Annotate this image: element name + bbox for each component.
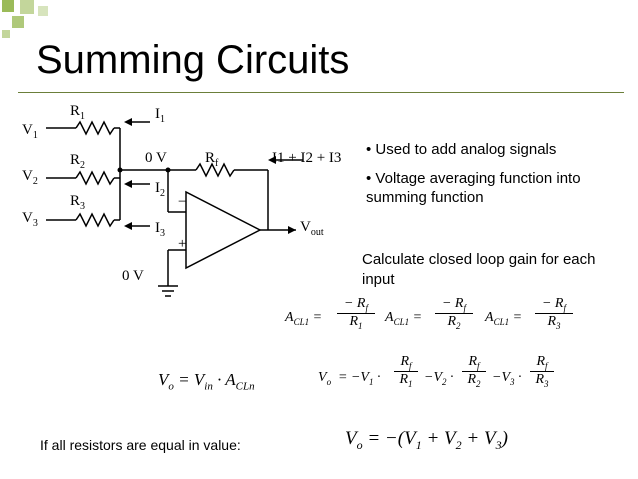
resistor-label-r2: R2 <box>70 152 86 171</box>
current-label-i3: I3 <box>155 220 165 239</box>
output-label: Vout <box>300 219 324 238</box>
vo-equation: Vo = Vin · ACLn <box>158 370 255 393</box>
input-label-v3: V3 <box>22 210 38 229</box>
title-divider <box>18 92 624 93</box>
current-label-i2: I2 <box>155 180 165 199</box>
input-label-v1: V1 <box>22 122 38 141</box>
gain-equations: ACL1 = − Rf R1 ACL1 = − Rf R2 ACL1 = − R… <box>285 296 615 346</box>
node-label: 0 V <box>145 150 167 166</box>
sum-eq-term-2-fraction: Rf R2 <box>462 354 486 389</box>
final-equation: Vo = −(V1 + V2 + V3) <box>345 428 508 452</box>
current-label-i1: I1 <box>155 106 165 125</box>
sum-eq-term-3-sign: −V3 · <box>492 370 522 387</box>
feedback-current-label: I1 + I2 + I3 <box>272 150 342 166</box>
gain-eq-3-lhs: ACL1 = <box>485 310 523 327</box>
gain-eq-1-lhs: ACL1 = <box>285 310 323 327</box>
opamp-minus-sign: − <box>178 194 187 210</box>
ground-label: 0 V <box>122 268 144 284</box>
bullet-item: • Used to add analog signals <box>366 141 557 158</box>
sum-eq-term-2-sign: −V2 · <box>424 370 454 387</box>
gain-eq-2-fraction: − Rf R2 <box>435 296 473 331</box>
sum-equation: Vo = −V1 · Rf R1 −V2 · Rf R2 −V3 · Rf R3 <box>318 352 630 408</box>
bullet-list: • Used to add analog signals • Voltage a… <box>366 140 628 217</box>
gain-eq-2-lhs: ACL1 = <box>385 310 423 327</box>
gain-eq-3-fraction: − Rf R3 <box>535 296 573 331</box>
resistor-label-r1: R1 <box>70 103 86 122</box>
summing-circuit-diagram <box>46 118 303 297</box>
corner-decoration <box>2 0 48 38</box>
input-label-v2: V2 <box>22 168 38 187</box>
feedback-resistor-label: Rf <box>205 150 219 169</box>
sum-eq-lhs: Vo <box>318 370 332 387</box>
sum-eq-term-1-sign: = −V1 · <box>338 370 381 387</box>
gain-eq-1-fraction: − Rf R1 <box>337 296 375 331</box>
calc-text: Calculate closed loop gain for each inpu… <box>362 251 596 288</box>
resistor-label-r3: R3 <box>70 193 86 212</box>
opamp-plus-sign: + <box>178 236 187 252</box>
equal-resistors-note: If all resistors are equal in value: <box>40 437 241 453</box>
slide-title: Summing Circuits <box>36 38 350 82</box>
bullet-item: • Voltage averaging function into summin… <box>366 170 581 206</box>
sum-eq-term-1-fraction: Rf R1 <box>394 354 418 389</box>
sum-eq-term-3-fraction: Rf R3 <box>530 354 554 389</box>
